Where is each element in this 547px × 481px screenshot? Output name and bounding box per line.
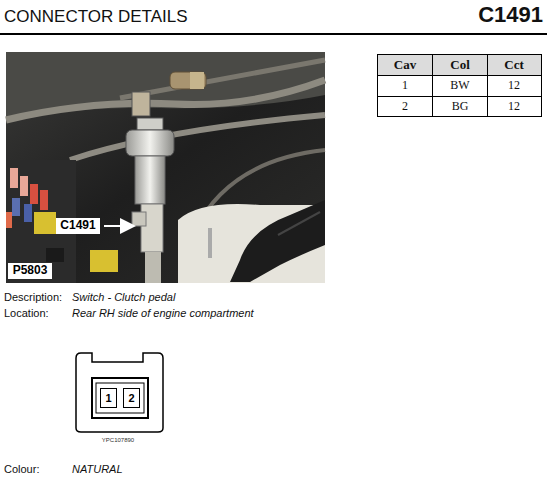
leader-arrow: [104, 225, 134, 227]
table-cell: BG: [452, 100, 469, 113]
field-value: Switch - Clutch pedal: [72, 291, 175, 303]
table-cell: 2: [402, 100, 408, 113]
pin-cavity: 1: [100, 388, 117, 408]
callout-label: P5803: [8, 263, 52, 279]
node-text: P5803: [13, 264, 48, 277]
table-header: Cct: [504, 58, 524, 72]
connector-face: [76, 353, 163, 432]
node-text: 1: [105, 392, 111, 404]
page-title: CONNECTOR DETAILS: [4, 8, 188, 27]
engine-bay-photo: [6, 52, 325, 283]
connector-id: C1491: [478, 3, 543, 27]
table-cell: 12: [508, 79, 520, 92]
table-header: Cav: [394, 58, 416, 72]
field-value: NATURAL: [72, 463, 123, 475]
field-name: Description:: [4, 291, 62, 303]
field-name: Location:: [4, 307, 49, 319]
table-cell: BW: [450, 79, 469, 92]
node-text: 2: [128, 392, 134, 404]
pin-cavity: 2: [123, 388, 140, 408]
callout-label: C1491: [56, 218, 100, 234]
field-name: Colour:: [4, 463, 39, 475]
heading-rule: [0, 33, 547, 35]
drawing-number: YPC107890: [102, 437, 134, 444]
pin-table-grid: [378, 55, 542, 117]
table-header: Col: [450, 58, 470, 72]
table-cell: 12: [508, 100, 520, 113]
field-value: Rear RH side of engine compartment: [72, 307, 254, 319]
table-cell: 1: [402, 79, 408, 92]
node-text: C1491: [60, 219, 95, 232]
